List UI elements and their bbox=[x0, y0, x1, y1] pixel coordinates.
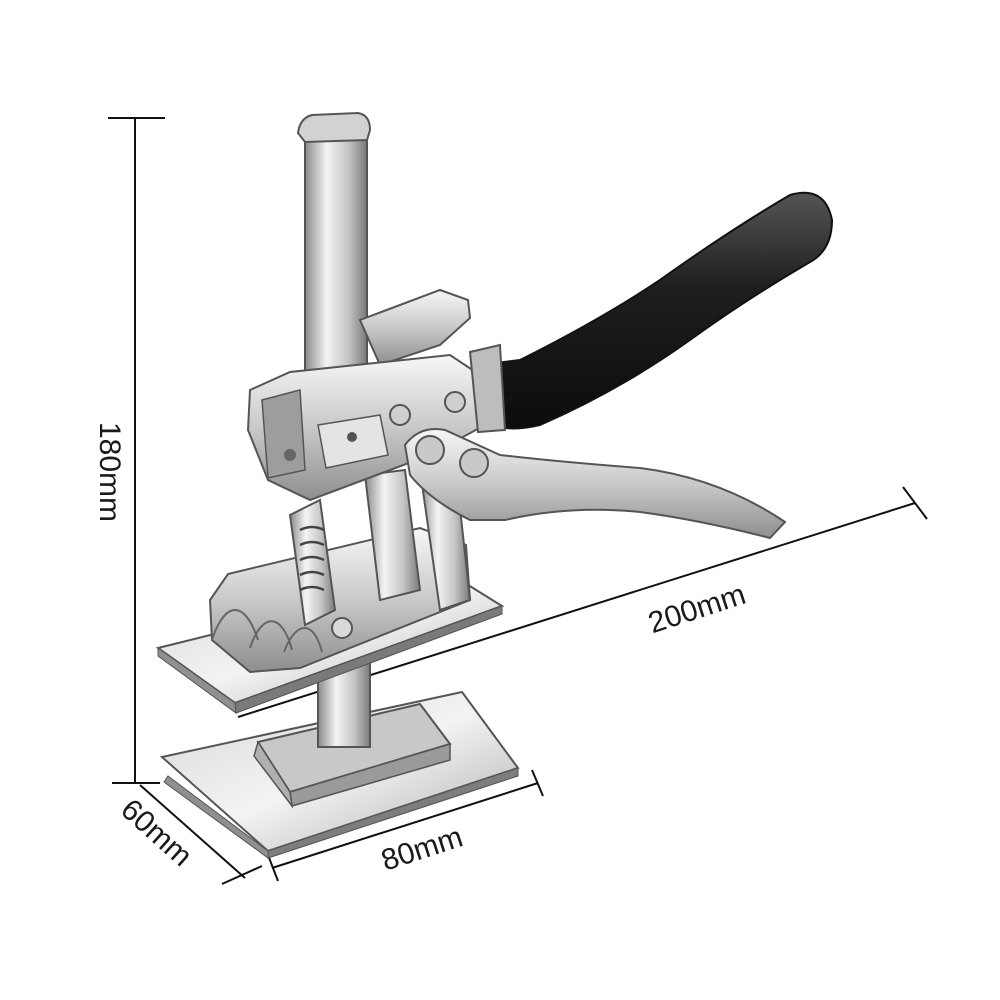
spring-assembly bbox=[288, 460, 472, 627]
length-label: 200mm bbox=[644, 578, 749, 640]
upper-cap bbox=[358, 288, 472, 367]
width-dimension-line bbox=[267, 769, 544, 882]
height-label: 180mm bbox=[93, 422, 126, 522]
height-dimension-line bbox=[108, 117, 165, 784]
trigger-lever bbox=[403, 428, 787, 540]
upper-post bbox=[296, 111, 372, 394]
depth-dimension-line bbox=[139, 784, 263, 885]
mechanism-body bbox=[246, 353, 487, 502]
handle-grip bbox=[468, 191, 834, 434]
width-label: 80mm bbox=[377, 820, 466, 877]
depth-label: 60mm bbox=[114, 793, 198, 873]
